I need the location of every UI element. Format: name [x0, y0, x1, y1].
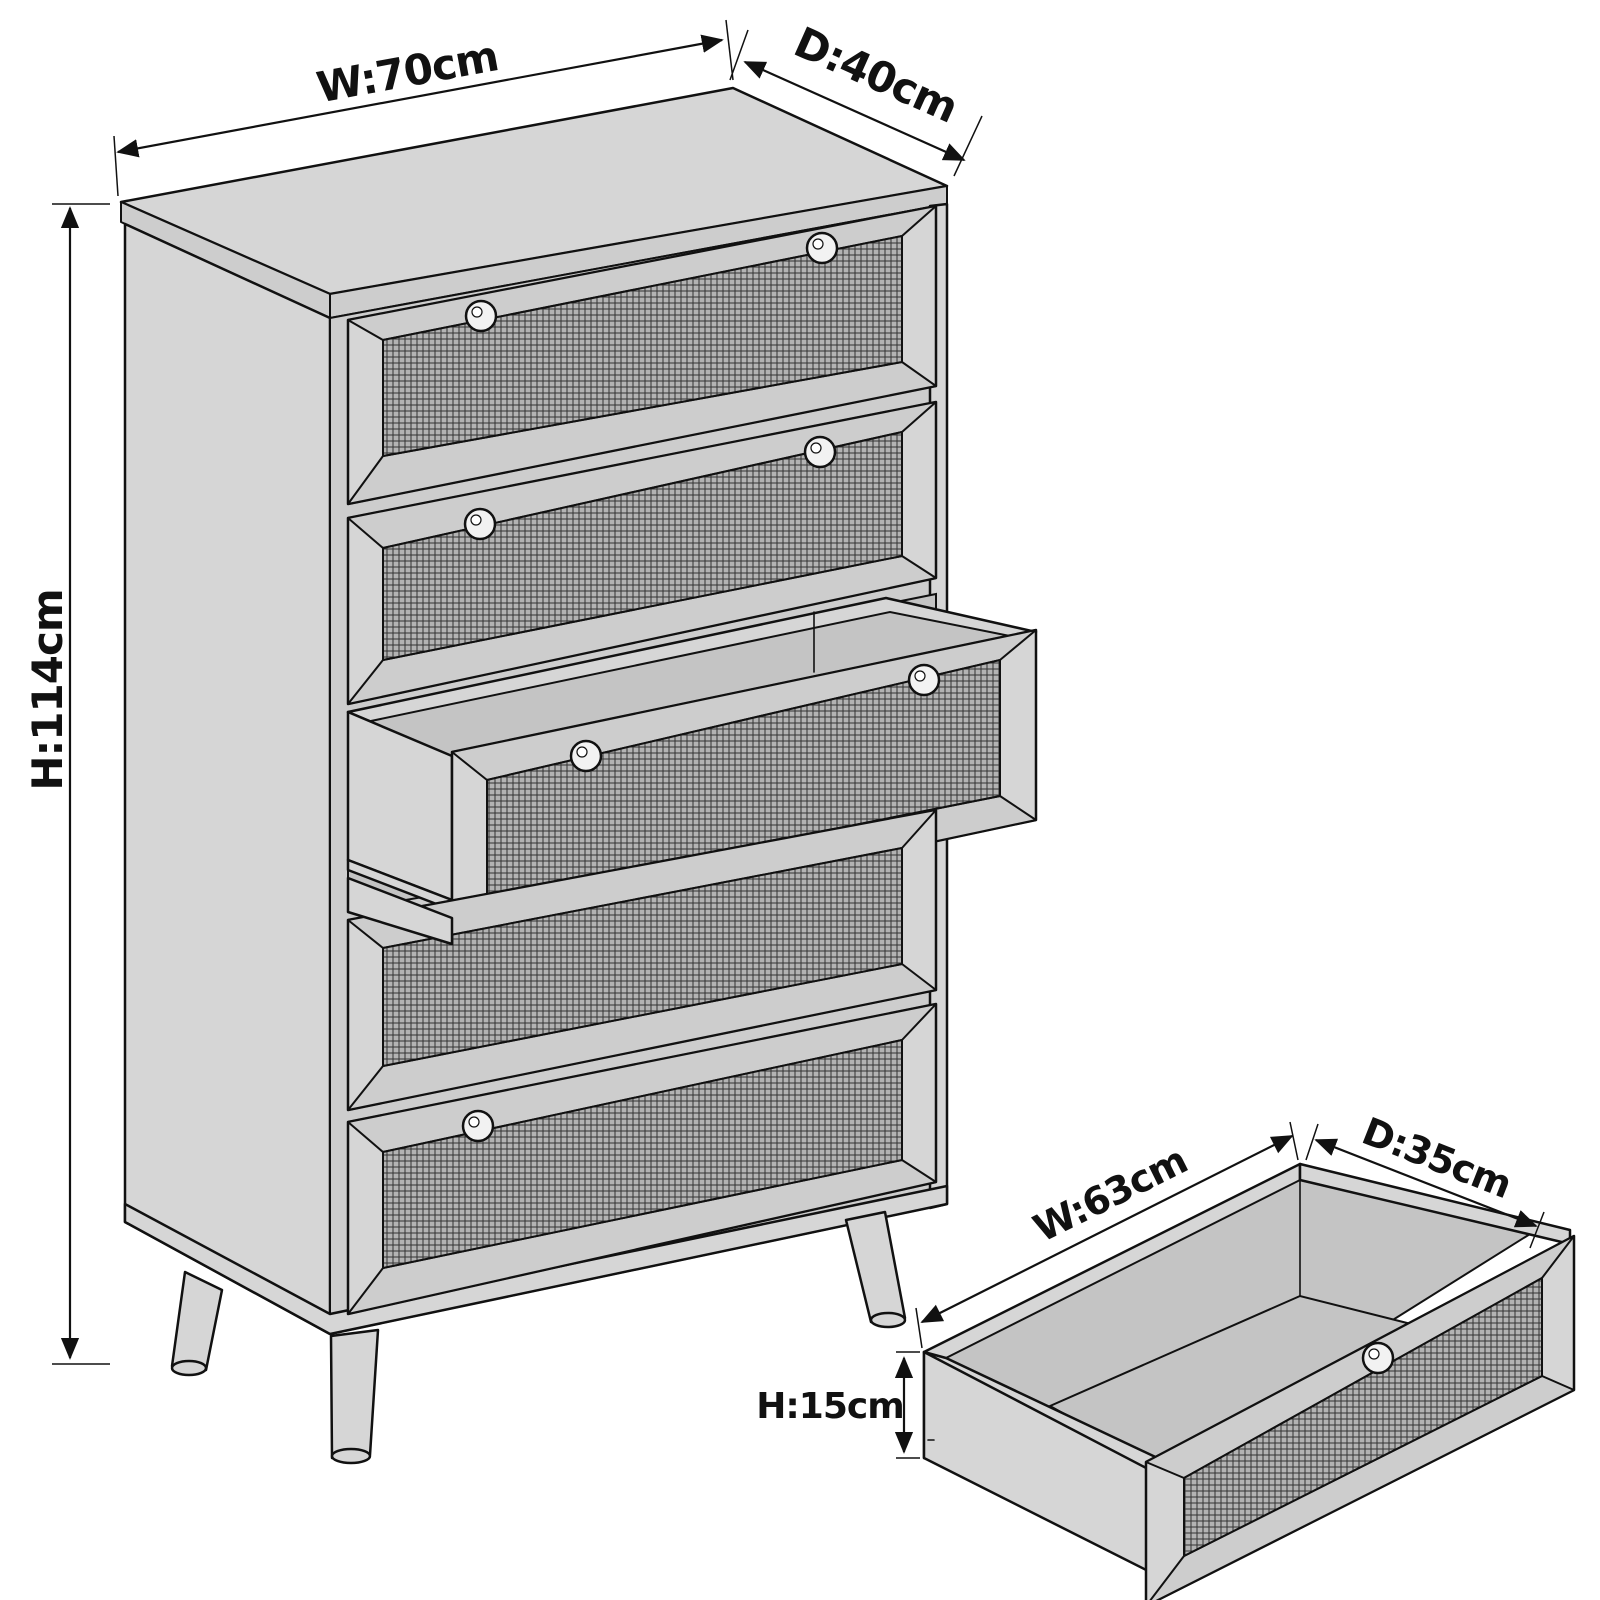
- dresser-side-panel: [123, 222, 332, 1336]
- drawer-1-knob-left: [464, 299, 498, 333]
- leg-front-left: [329, 1328, 380, 1460]
- dresser-height-dimension: H:114cm: [23, 203, 110, 1365]
- drawer-3-knob-left: [569, 739, 603, 773]
- single-drawer-front[interactable]: [1144, 1234, 1576, 1600]
- dresser-height-label: H:114cm: [23, 589, 72, 790]
- drawer-4[interactable]: [346, 808, 938, 1112]
- dresser-width-label: W:70cm: [313, 31, 502, 112]
- drawer-5[interactable]: [346, 1002, 938, 1316]
- drawer-height-label: H:15cm: [756, 1386, 903, 1427]
- dresser-depth-label: D:40cm: [787, 17, 965, 132]
- drawer-5-knob-left: [461, 1109, 495, 1143]
- leg-back-right: [844, 1210, 907, 1324]
- single-drawer-knob: [1361, 1341, 1395, 1375]
- drawer-2-knob-left: [463, 507, 497, 541]
- single-drawer: [922, 1162, 1576, 1600]
- drawer-2-knob-right: [803, 435, 837, 469]
- dresser: [119, 86, 1038, 1465]
- drawer-height-dimension: H:15cm: [756, 1351, 920, 1459]
- drawer-3-knob-right: [907, 663, 941, 697]
- drawer-1[interactable]: [346, 204, 938, 506]
- drawer-1-knob-right: [805, 231, 839, 265]
- drawer-2[interactable]: [346, 400, 938, 706]
- leg-back-left: [170, 1270, 224, 1372]
